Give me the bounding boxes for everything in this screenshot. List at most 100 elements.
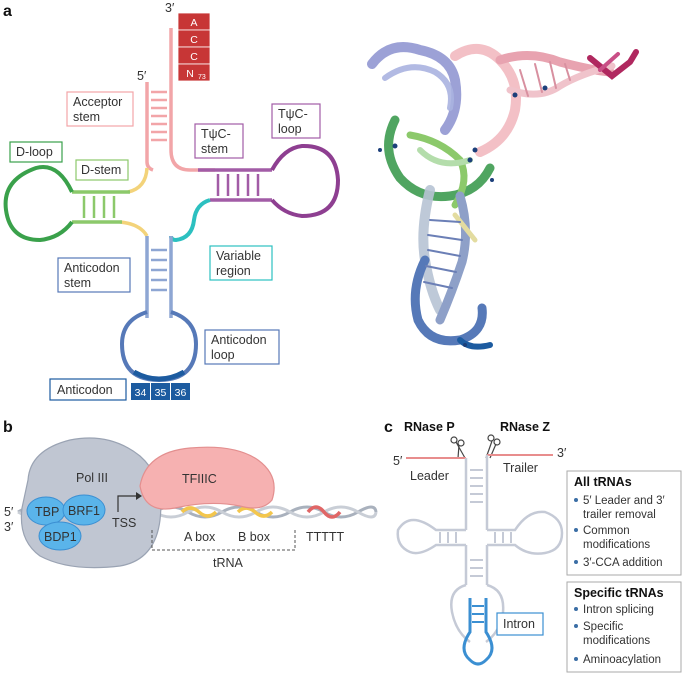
all-item-3: 3′-CCA addition — [583, 557, 663, 569]
panel-a-label: a — [3, 3, 12, 20]
all-trnas-title: All tRNAs — [574, 475, 632, 489]
tpsic-loop-label-1: TψC- — [278, 107, 308, 121]
variable-region-arc — [169, 198, 211, 243]
anticodon-pos-36: 36 — [175, 387, 187, 399]
bdp1-label: BDP1 — [44, 530, 77, 544]
panel-c-label: c — [384, 419, 393, 436]
d-stem-box — [75, 159, 129, 181]
b-box-segment — [236, 506, 274, 518]
specific-trnas-box — [566, 581, 682, 673]
d-loop-label: D-loop — [16, 145, 53, 159]
all-trnas-box — [566, 470, 682, 576]
panel-b-label: b — [3, 419, 13, 436]
acceptor-stem-box — [66, 91, 134, 127]
d-stem-bars — [82, 196, 116, 218]
n73-subscript: 73 — [198, 74, 206, 81]
tfiiic-label: TFIIIC — [182, 472, 217, 486]
rnase-p-label: RNase P — [404, 420, 455, 434]
acceptor-stem-label-2: stem — [73, 110, 100, 124]
variable-region-box — [209, 245, 273, 281]
d-loop-arc — [3, 165, 74, 243]
rnase-z-label: RNase Z — [500, 420, 550, 434]
anticodon-stem-box — [57, 257, 131, 293]
anticodon-triplet-arc — [132, 369, 186, 382]
tpsic-loop-box — [271, 103, 321, 139]
tpsic-stem-box — [194, 123, 244, 159]
intron-segment — [462, 598, 494, 666]
anticodon-box — [49, 378, 127, 401]
terminator-label: TTTTT — [306, 530, 345, 544]
specific-item-3: Aminoacylation — [583, 654, 661, 666]
anticodon-loop-label-1: Anticodon — [211, 333, 267, 347]
a-three-prime: 3′ — [165, 1, 175, 15]
a-box-segment — [180, 506, 218, 518]
specific-item-2-line-2: modifications — [583, 635, 650, 647]
b-box-label: B box — [238, 530, 271, 544]
intron-label: Intron — [503, 617, 535, 631]
cca-letter-a: A — [190, 17, 197, 29]
anticodon-loop-box — [204, 329, 280, 365]
terminator-segment — [306, 505, 342, 519]
tfiiic-shape — [139, 446, 275, 510]
tss-arrow — [117, 495, 136, 512]
trna-label: tRNA — [213, 556, 244, 570]
tpsic-stem-label-2: stem — [201, 142, 228, 156]
all-item-1-line-1: 5′ Leader and 3′ — [583, 495, 665, 507]
d-stem-label: D-stem — [81, 163, 121, 177]
c-three-prime: 3′ — [557, 446, 567, 460]
connector-anticodon — [119, 220, 149, 237]
anticodon-stem-label-1: Anticodon — [64, 261, 120, 275]
scissors-p-icon — [450, 436, 466, 459]
cca-tail: A C C N 73 — [177, 12, 211, 82]
anticodon-loop-label-2: loop — [211, 348, 235, 362]
acceptor-stem-label-1: Acceptor — [73, 95, 122, 109]
specific-item-2-line-1: Specific — [583, 621, 624, 633]
a-five-prime: 5′ — [137, 69, 147, 83]
anticodon-numbers: 34 35 36 — [131, 383, 190, 400]
specific-item-1: Intron splicing — [583, 604, 654, 616]
cca-letter-c1: C — [190, 34, 198, 46]
intron-box — [496, 612, 544, 636]
connector-d — [127, 167, 149, 194]
tpsic-stem-label-1: TψC- — [201, 127, 231, 141]
a-box-label: A box — [184, 530, 216, 544]
all-item-2-line-2: modifications — [583, 539, 650, 551]
anticodon-loop-arc — [119, 310, 199, 383]
anticodon-pos-34: 34 — [135, 387, 147, 399]
all-item-2-line-1: Common — [583, 525, 630, 537]
tbp-label: TBP — [35, 505, 59, 519]
b-five-prime: 5′ — [4, 505, 14, 519]
trna-bracket — [151, 530, 296, 551]
specific-trnas-title: Specific tRNAs — [574, 586, 664, 600]
intron-bars — [472, 605, 484, 623]
acceptor-5prime-strand — [145, 82, 154, 172]
tpsic-loop-arc — [270, 143, 341, 219]
cca-letter-c2: C — [190, 51, 198, 63]
anticodon-stem-bars — [151, 248, 167, 292]
brf1-label: BRF1 — [68, 504, 100, 518]
anticodon-label: Anticodon — [57, 383, 113, 397]
cca-letter-n: N — [186, 68, 194, 80]
tpsic-loop-label-2: loop — [278, 122, 302, 136]
pol-iii-label: Pol III — [76, 471, 108, 485]
leader-label: Leader — [410, 469, 449, 483]
tss-arrowhead — [136, 492, 142, 500]
tpsic-stem-bars — [216, 174, 260, 196]
grey-trna-cloverleaf — [396, 455, 564, 644]
acceptor-3prime-strand — [169, 28, 215, 172]
anticodon-pos-35: 35 — [155, 387, 167, 399]
tss-label: TSS — [112, 516, 136, 530]
trna-3d-structure — [367, 42, 639, 350]
d-loop-box — [9, 141, 63, 163]
variable-region-label-1: Variable — [216, 249, 261, 263]
all-item-1-line-2: trailer removal — [583, 509, 656, 521]
c-five-prime: 5′ — [393, 454, 403, 468]
brf1-shape — [62, 494, 106, 526]
variable-region-label-2: region — [216, 264, 251, 278]
trailer-label: Trailer — [503, 461, 538, 475]
anticodon-stem-label-2: stem — [64, 276, 91, 290]
bdp1-shape — [38, 521, 82, 551]
acceptor-stem-bars — [151, 90, 167, 142]
b-three-prime: 3′ — [4, 520, 14, 534]
